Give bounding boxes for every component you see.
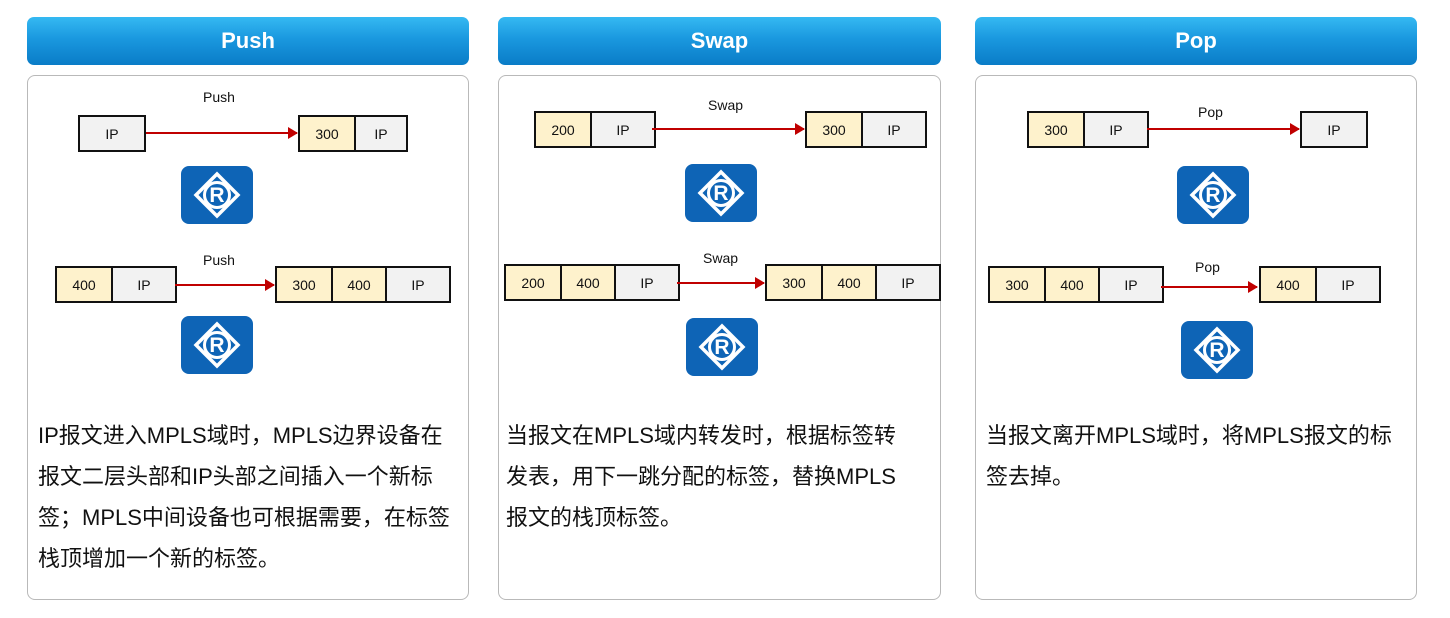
- arrow: [1147, 123, 1300, 135]
- label-cell: 300: [1029, 113, 1083, 146]
- packet-before: 200 IP: [534, 111, 656, 148]
- packet-before: 200 400 IP: [504, 264, 680, 301]
- label-cell: 300: [990, 268, 1044, 301]
- label-cell: 200: [536, 113, 590, 146]
- label-cell: 400: [331, 268, 385, 301]
- arrow: [146, 127, 298, 139]
- label-cell: 400: [57, 268, 111, 301]
- ip-cell: IP: [614, 266, 678, 299]
- pop-description: 当报文离开MPLS域时，将MPLS报文的标签去掉。: [986, 423, 1392, 489]
- router-icon: R: [686, 318, 758, 376]
- push-description: IP报文进入MPLS域时，MPLS边界设备在报文二层头部和IP头部之间插入一个新…: [38, 423, 450, 571]
- label-cell: 400: [821, 266, 875, 299]
- label-cell: 300: [767, 266, 821, 299]
- packet-after: 400 IP: [1259, 266, 1381, 303]
- packet-before: 300 IP: [1027, 111, 1149, 148]
- router-icon: R: [181, 166, 253, 224]
- ip-cell: IP: [875, 266, 939, 299]
- svg-text:R: R: [1209, 339, 1224, 362]
- svg-text:R: R: [713, 182, 728, 205]
- ip-cell: IP: [385, 268, 449, 301]
- ip-cell: IP: [861, 113, 925, 146]
- arrow: [652, 123, 805, 135]
- ip-cell: IP: [1083, 113, 1147, 146]
- ip-cell: IP: [1098, 268, 1162, 301]
- label-cell: 400: [1261, 268, 1315, 301]
- label-cell: 300: [807, 113, 861, 146]
- swap-header: Swap: [498, 17, 941, 65]
- router-icon: R: [685, 164, 757, 222]
- packet-before: IP: [78, 115, 146, 152]
- ip-cell: IP: [1315, 268, 1379, 301]
- op-label: Pop: [1195, 259, 1220, 275]
- svg-text:R: R: [209, 184, 224, 207]
- label-cell: 400: [1044, 268, 1098, 301]
- label-cell: 300: [300, 117, 354, 150]
- ip-cell: IP: [80, 117, 144, 150]
- label-cell: 400: [560, 266, 614, 299]
- arrow: [175, 279, 275, 291]
- op-label: Push: [203, 89, 235, 105]
- svg-text:R: R: [714, 336, 729, 359]
- op-label: Swap: [708, 97, 744, 113]
- ip-cell: IP: [1302, 113, 1366, 146]
- packet-before: 300 400 IP: [988, 266, 1164, 303]
- router-icon: R: [1177, 166, 1249, 224]
- ip-cell: IP: [111, 268, 175, 301]
- ip-cell: IP: [590, 113, 654, 146]
- label-cell: 300: [277, 268, 331, 301]
- svg-text:R: R: [209, 334, 224, 357]
- arrow: [1161, 281, 1258, 293]
- packet-before: 400 IP: [55, 266, 177, 303]
- op-label: Pop: [1198, 104, 1223, 120]
- packet-after: 300 400 IP: [275, 266, 451, 303]
- svg-text:R: R: [1205, 184, 1220, 207]
- op-label: Swap: [703, 250, 739, 266]
- packet-after: 300 400 IP: [765, 264, 941, 301]
- pop-header: Pop: [975, 17, 1417, 65]
- router-icon: R: [181, 316, 253, 374]
- router-icon: R: [1181, 321, 1253, 379]
- op-label: Push: [203, 252, 235, 268]
- push-header: Push: [27, 17, 469, 65]
- packet-after: IP: [1300, 111, 1368, 148]
- label-cell: 200: [506, 266, 560, 299]
- arrow: [677, 277, 765, 289]
- ip-cell: IP: [354, 117, 406, 150]
- packet-after: 300 IP: [805, 111, 927, 148]
- swap-description: 当报文在MPLS域内转发时，根据标签转发表，用下一跳分配的标签，替换MPLS报文…: [506, 423, 896, 530]
- packet-after: 300 IP: [298, 115, 408, 152]
